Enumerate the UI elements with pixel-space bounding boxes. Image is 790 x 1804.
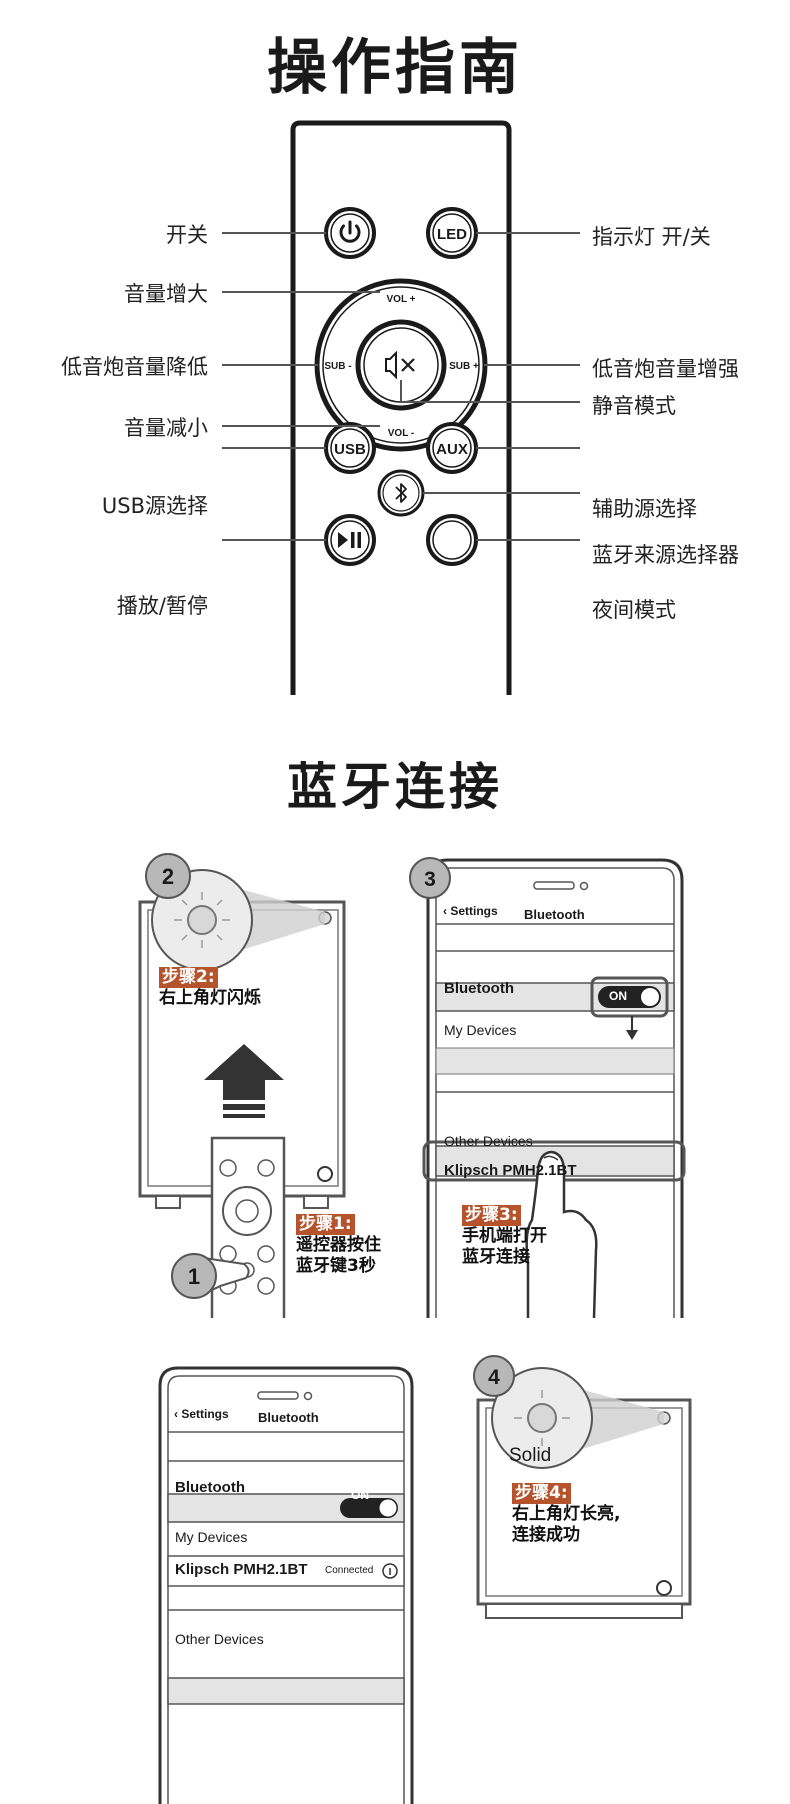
label-volume-down: 音量减小	[124, 416, 208, 440]
phone4-back-label: Settings	[181, 1407, 229, 1421]
vol-up-label: VOL +	[387, 294, 416, 305]
phone4-toggle-label[interactable]: ON	[351, 1488, 369, 1502]
phone4-other-devices: Other Devices	[175, 1631, 264, 1647]
step1-tag: 步骤1:	[296, 1214, 355, 1235]
step4-number: 4	[488, 1366, 500, 1389]
phone3-my-devices: My Devices	[444, 1022, 517, 1038]
step4-text-line2: 连接成功	[512, 1525, 580, 1545]
phone3-bluetooth-row: Bluetooth	[444, 980, 514, 997]
step3-badge: 3	[409, 857, 451, 899]
step1-badge: 1	[171, 1253, 217, 1299]
vol-down-label: VOL -	[388, 428, 414, 439]
remote-diagram: LED VOL + VOL - SUB - SUB + AUX USB	[222, 120, 580, 695]
leader-lines	[222, 232, 580, 541]
solid-label: Solid	[509, 1445, 552, 1466]
phone4-my-devices: My Devices	[175, 1529, 248, 1545]
phone4-header: Bluetooth	[258, 1410, 319, 1425]
label-power: 开关	[166, 223, 208, 247]
label-mute: 静音模式	[592, 394, 676, 418]
aux-button[interactable]: AUX	[426, 422, 478, 474]
led-button[interactable]: LED	[426, 207, 478, 259]
step4-illustration: 4	[473, 1355, 692, 1619]
phone4-bluetooth-row: Bluetooth	[175, 1479, 245, 1496]
step4-badge: 4	[473, 1355, 515, 1397]
step3-text-line1: 手机端打开	[462, 1226, 547, 1246]
step3-text-line2: 蓝牙连接	[462, 1247, 530, 1267]
step2-number: 2	[162, 864, 174, 889]
step2-caption: 步骤2: 右上角灯闪烁	[159, 967, 261, 1009]
phone3-back-label: Settings	[450, 904, 498, 918]
label-sub-up: 低音炮音量增强	[592, 357, 739, 381]
bluetooth-button[interactable]	[377, 469, 425, 517]
connected-phone	[158, 1366, 414, 1804]
aux-label: AUX	[436, 441, 468, 458]
sub-minus-label: SUB -	[324, 361, 351, 372]
label-volume-up: 音量增大	[124, 282, 208, 306]
step3-number: 3	[424, 868, 436, 891]
label-led: 指示灯 开/关	[592, 225, 711, 249]
label-bluetooth: 蓝牙来源选择器	[592, 543, 739, 567]
step3-caption: 步骤3: 手机端打开 蓝牙连接	[462, 1205, 547, 1268]
phone3-device-row[interactable]: Klipsch PMH2.1BT	[444, 1162, 577, 1179]
phone3-header: Bluetooth	[524, 907, 585, 922]
phone3-toggle-label[interactable]: ON	[609, 989, 627, 1003]
step2-tag: 步骤2:	[159, 967, 218, 988]
night-mode-button[interactable]	[426, 514, 478, 566]
step3-phone: 3	[409, 857, 686, 1318]
label-aux: 辅助源选择	[592, 497, 697, 521]
step1-text-line2: 蓝牙键3秒	[296, 1256, 376, 1276]
phone3-back-button[interactable]: ‹ Settings	[443, 904, 498, 918]
phone4-connected-status: Connected	[325, 1565, 374, 1576]
operation-guide-title: 操作指南	[267, 33, 523, 103]
phone4-back-button[interactable]: ‹ Settings	[174, 1407, 229, 1421]
step3-tag: 步骤3:	[462, 1205, 521, 1226]
bluetooth-icon	[395, 483, 407, 503]
play-pause-icon	[338, 532, 361, 548]
step4-tag: 步骤4:	[512, 1483, 571, 1504]
step4-caption: 步骤4: 右上角灯长亮, 连接成功	[512, 1483, 620, 1546]
label-night: 夜间模式	[592, 598, 676, 622]
bluetooth-connect-title: 蓝牙连接	[287, 758, 503, 816]
label-play-pause: 播放/暂停	[116, 594, 208, 618]
phone3-other-devices: Other Devices	[444, 1133, 533, 1149]
sub-plus-label: SUB +	[449, 361, 479, 372]
label-sub-down: 低音炮音量降低	[61, 355, 208, 379]
usb-label: USB	[334, 441, 366, 458]
power-button[interactable]	[324, 207, 376, 259]
step2-badge: 2	[145, 853, 191, 899]
phone4-device-row[interactable]: Klipsch PMH2.1BT	[175, 1561, 308, 1578]
led-label: LED	[437, 226, 467, 243]
power-icon	[339, 220, 361, 243]
step1-number: 1	[188, 1264, 200, 1289]
step1-caption: 步骤1: 遥控器按住 蓝牙键3秒	[296, 1214, 381, 1277]
step2-text: 右上角灯闪烁	[159, 988, 261, 1008]
volume-ring[interactable]: VOL + VOL - SUB - SUB +	[314, 278, 488, 452]
step4-text-line1: 右上角灯长亮,	[512, 1504, 621, 1524]
play-pause-button[interactable]	[324, 514, 376, 566]
mute-icon	[385, 350, 415, 380]
label-usb: USB源选择	[101, 494, 208, 518]
step1-text-line1: 遥控器按住	[296, 1235, 381, 1255]
step12-illustration: 2 1	[138, 853, 346, 1318]
